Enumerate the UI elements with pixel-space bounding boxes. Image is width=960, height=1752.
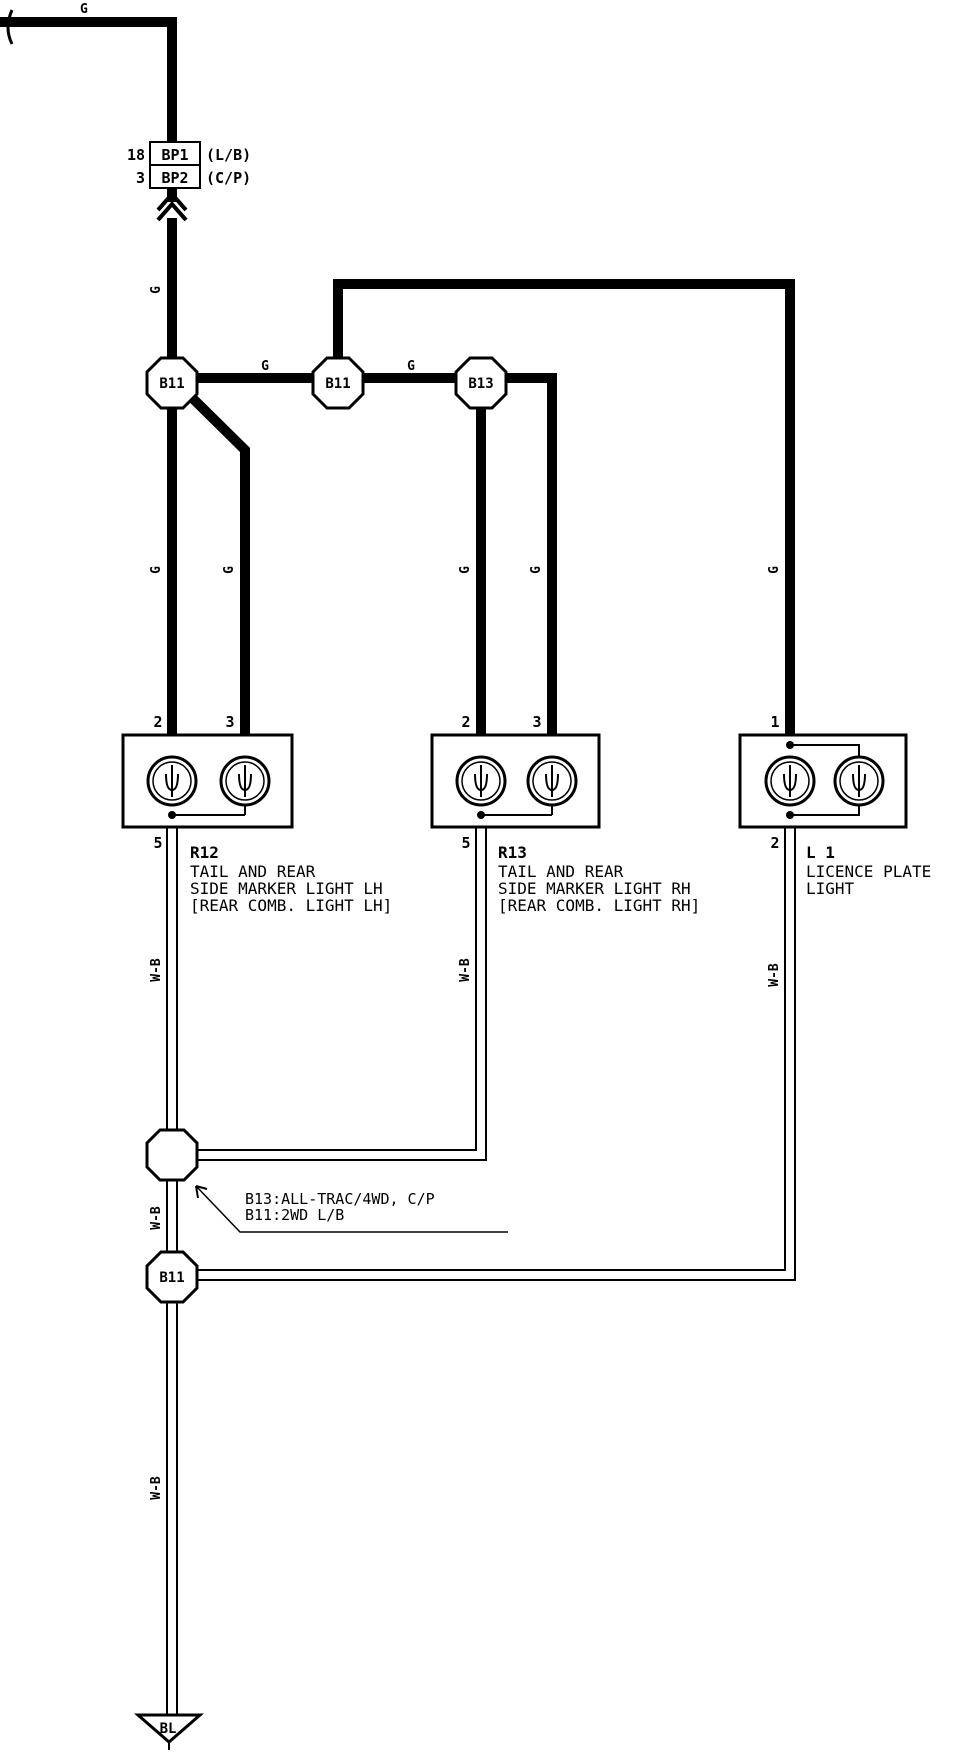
bulb-icon (455, 755, 507, 807)
component-desc-line: SIDE MARKER LIGHT RH (498, 879, 691, 898)
junction-b11-bottom: B11 (145, 1250, 199, 1304)
junction-note-line2: B11:2WD L/B (245, 1206, 344, 1224)
wire-g-loop-to-l1 (333, 279, 795, 735)
pointer-arrow-icon (195, 1185, 508, 1233)
bulb-icon (146, 755, 198, 807)
junction-b13-right: B13 (454, 356, 508, 410)
pin-r13-3: 3 (532, 713, 541, 731)
connector-code-bp1: BP1 (161, 146, 188, 164)
bulb-icon (764, 755, 816, 807)
component-desc-line: LIGHT (806, 879, 855, 898)
wire-wb-l1 (190, 827, 796, 1281)
svg-text:B13: B13 (468, 376, 493, 392)
connector-note-lb: (L/B) (206, 146, 251, 164)
wire-labels-wb: W-B W-B W-B W-B W-B (149, 958, 782, 1500)
junction-blank (145, 1128, 199, 1182)
wb-wires (166, 827, 796, 1715)
wire-labels-g: G G G G G G G G G (80, 2, 782, 574)
component-desc-line: [REAR COMB. LIGHT LH] (190, 896, 392, 915)
wire-label-wb-r12: W-B (149, 958, 164, 982)
component-desc-line: TAIL AND REAR (498, 862, 624, 881)
component-id-r12: R12 (190, 843, 219, 862)
wire-label-g-l1: G (767, 566, 782, 574)
ground-icon (133, 1713, 205, 1744)
connector-pin-18: 18 (127, 146, 145, 164)
junction-note: B13:ALL-TRAC/4WD, C/P B11:2WD L/B (195, 1185, 508, 1233)
component-desc-line: TAIL AND REAR (190, 862, 316, 881)
connector-code-bp2: BP2 (161, 169, 188, 187)
component-r13: 2 3 5 R13 TAIL AND REAR SIDE MARKER LIGH… (430, 713, 700, 915)
pin-l1-1: 1 (770, 713, 779, 731)
component-id-r13: R13 (498, 843, 527, 862)
wire-label-g-r12-2: G (149, 566, 164, 574)
component-desc-line: SIDE MARKER LIGHT LH (190, 879, 383, 898)
junction-b11-mid: B11 (311, 356, 365, 410)
component-l1: 1 2 L 1 LICENCE PLATE LIGHT (738, 713, 931, 898)
junction-b11-left: B11 (145, 356, 199, 410)
component-desc-line: [REAR COMB. LIGHT RH] (498, 896, 700, 915)
wire-g-r13-pin3 (481, 373, 557, 735)
wire-wb-r13 (190, 827, 487, 1161)
wire-label-g-r12-3: G (222, 566, 237, 574)
component-r12: 2 3 5 R12 TAIL AND REAR SIDE MARKER LIGH… (121, 713, 392, 915)
g-wires (0, 9, 795, 735)
ground-label: BL (160, 1721, 177, 1737)
wire-label-wb-mid: W-B (149, 1206, 164, 1230)
wire-label-wb-l1: W-B (767, 963, 782, 987)
component-desc-line: LICENCE PLATE (806, 862, 931, 881)
wire-label-g-feed: G (149, 286, 164, 294)
connector-note-cp: (C/P) (206, 169, 251, 187)
connector-pin-3: 3 (136, 169, 145, 187)
pin-r12-2: 2 (153, 713, 162, 731)
bulb-icon (526, 755, 578, 807)
svg-text:B11: B11 (325, 376, 350, 392)
pin-r13-5: 5 (461, 834, 470, 852)
wire-g-r12-pin3 (168, 374, 250, 735)
wire-label-g-bus1: G (261, 359, 269, 374)
wire-end-hook (6, 9, 14, 45)
junctions: B11 B11 B13 B11 (145, 356, 508, 1304)
pin-l1-2: 2 (770, 834, 779, 852)
top-connector: 18 BP1 (L/B) 3 BP2 (C/P) (127, 141, 251, 222)
wire-g-top-feed (0, 17, 177, 202)
wire-label-wb-ground: W-B (149, 1476, 164, 1500)
wire-label-g-top: G (80, 2, 88, 17)
component-id-l1: L 1 (806, 843, 835, 862)
pin-r12-5: 5 (153, 834, 162, 852)
ground-symbol: BL (133, 1713, 205, 1750)
junction-note-line1: B13:ALL-TRAC/4WD, C/P (245, 1190, 435, 1208)
pin-r13-2: 2 (461, 713, 470, 731)
wire-label-g-bus2: G (407, 359, 415, 374)
wire-label-wb-r13: W-B (458, 958, 473, 982)
svg-text:B11: B11 (159, 1270, 184, 1286)
pin-r12-3: 3 (225, 713, 234, 731)
wire-label-g-r13-2: G (458, 566, 473, 574)
svg-text:B11: B11 (159, 376, 184, 392)
connector-arrow-icon (156, 190, 188, 222)
wire-label-g-r13-3: G (529, 566, 544, 574)
